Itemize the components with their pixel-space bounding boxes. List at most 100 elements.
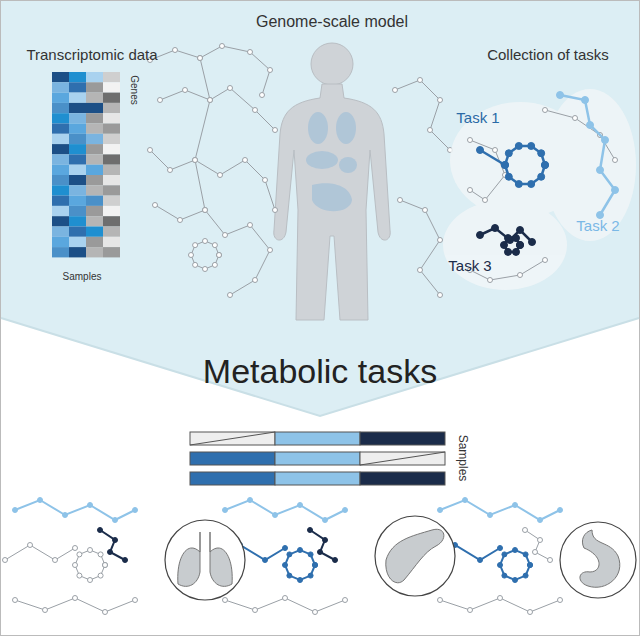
network-node <box>502 552 507 557</box>
network-node <box>333 558 338 563</box>
heatmap-cell <box>86 124 103 134</box>
network-node <box>268 248 273 253</box>
heatmap-cell <box>103 227 120 237</box>
network-node <box>538 173 545 180</box>
network-node <box>313 563 318 568</box>
network-node <box>523 552 528 557</box>
network-node <box>173 48 178 53</box>
network-node <box>217 253 222 258</box>
network-node <box>502 573 507 578</box>
heatmap-cell <box>69 134 86 144</box>
heatmap-cell <box>69 82 86 92</box>
network-node <box>103 610 108 615</box>
heatmap-cell <box>69 227 86 237</box>
network-node <box>463 498 468 503</box>
network-node <box>517 227 524 234</box>
heatmap-cell <box>86 144 103 154</box>
network-node <box>103 563 108 568</box>
network-node <box>612 187 619 194</box>
network-node <box>38 498 43 503</box>
heatmap-cell <box>103 206 120 216</box>
network-node <box>273 208 278 213</box>
network-node <box>543 258 548 263</box>
heatmap-cell <box>86 82 103 92</box>
network-node <box>597 167 604 174</box>
network-node <box>308 552 313 557</box>
main-title: Metabolic tasks <box>203 353 437 390</box>
heatmap-cell <box>69 72 86 82</box>
heatmap-cell <box>86 216 103 226</box>
network-node <box>343 598 348 603</box>
network-path <box>525 530 550 560</box>
heatmap-cell <box>86 196 103 206</box>
network-node <box>203 208 208 213</box>
heatmap-cell <box>69 93 86 103</box>
network-node <box>313 610 318 615</box>
network-node <box>438 598 443 603</box>
network-node <box>502 162 509 169</box>
task-label: Task 2 <box>576 218 619 235</box>
section-title: Collection of tasks <box>487 47 609 64</box>
network-node <box>13 508 18 513</box>
task-label: Task 1 <box>456 110 499 127</box>
heatmap-cell <box>52 72 69 82</box>
heatmap-cell <box>52 175 69 185</box>
network-path <box>480 150 505 165</box>
network-node <box>223 508 228 513</box>
network-node <box>515 181 522 188</box>
network-node <box>542 162 549 169</box>
network-node <box>587 122 594 129</box>
network-node <box>513 248 520 255</box>
heatmap-cell <box>103 134 120 144</box>
heatmap-cell <box>103 154 120 164</box>
heatmap-cell <box>69 185 86 195</box>
network-node <box>418 268 423 273</box>
network-node <box>323 518 328 523</box>
heatmap-cell <box>103 185 120 195</box>
heatmap-cell <box>52 154 69 164</box>
network-node <box>428 128 433 133</box>
network-node <box>108 550 113 555</box>
network-node <box>243 158 248 163</box>
heatmap-cell <box>103 113 120 123</box>
heatmap-cell <box>52 237 69 247</box>
network-node <box>217 253 222 258</box>
network-node <box>228 86 233 91</box>
network-node <box>318 550 323 555</box>
network-node <box>248 50 253 55</box>
network-node <box>13 598 18 603</box>
network-path <box>310 530 335 560</box>
network-node <box>523 528 528 533</box>
network-node <box>283 546 288 551</box>
heatmap-cell <box>52 247 69 257</box>
network-node <box>98 528 103 533</box>
network-node <box>517 242 524 249</box>
network-node <box>253 108 258 113</box>
network-node <box>528 563 533 568</box>
network-node <box>493 148 498 153</box>
network-node <box>298 548 303 553</box>
heatmap-cell <box>103 82 120 92</box>
network-node <box>528 142 535 149</box>
network-node <box>538 518 543 523</box>
section-title: Genome-scale model <box>256 13 408 31</box>
network-node <box>193 158 198 163</box>
network-node <box>505 248 512 255</box>
heatmap-cell <box>86 103 103 113</box>
network-node <box>43 608 48 613</box>
heatmap-cell <box>86 72 103 82</box>
heatmap-cell <box>103 144 120 154</box>
network-node <box>273 128 278 133</box>
network-node <box>158 98 163 103</box>
network-node <box>517 242 524 249</box>
network-node <box>263 558 268 563</box>
network-node <box>542 162 549 169</box>
network-node <box>218 173 223 178</box>
network-node <box>528 563 533 568</box>
heatmap-cell <box>103 216 120 226</box>
heatmap-cell <box>103 93 120 103</box>
network-node <box>557 92 564 99</box>
heatmap-cell <box>86 113 103 123</box>
heatmap-cell <box>52 93 69 103</box>
heatmap-cell <box>86 185 103 195</box>
